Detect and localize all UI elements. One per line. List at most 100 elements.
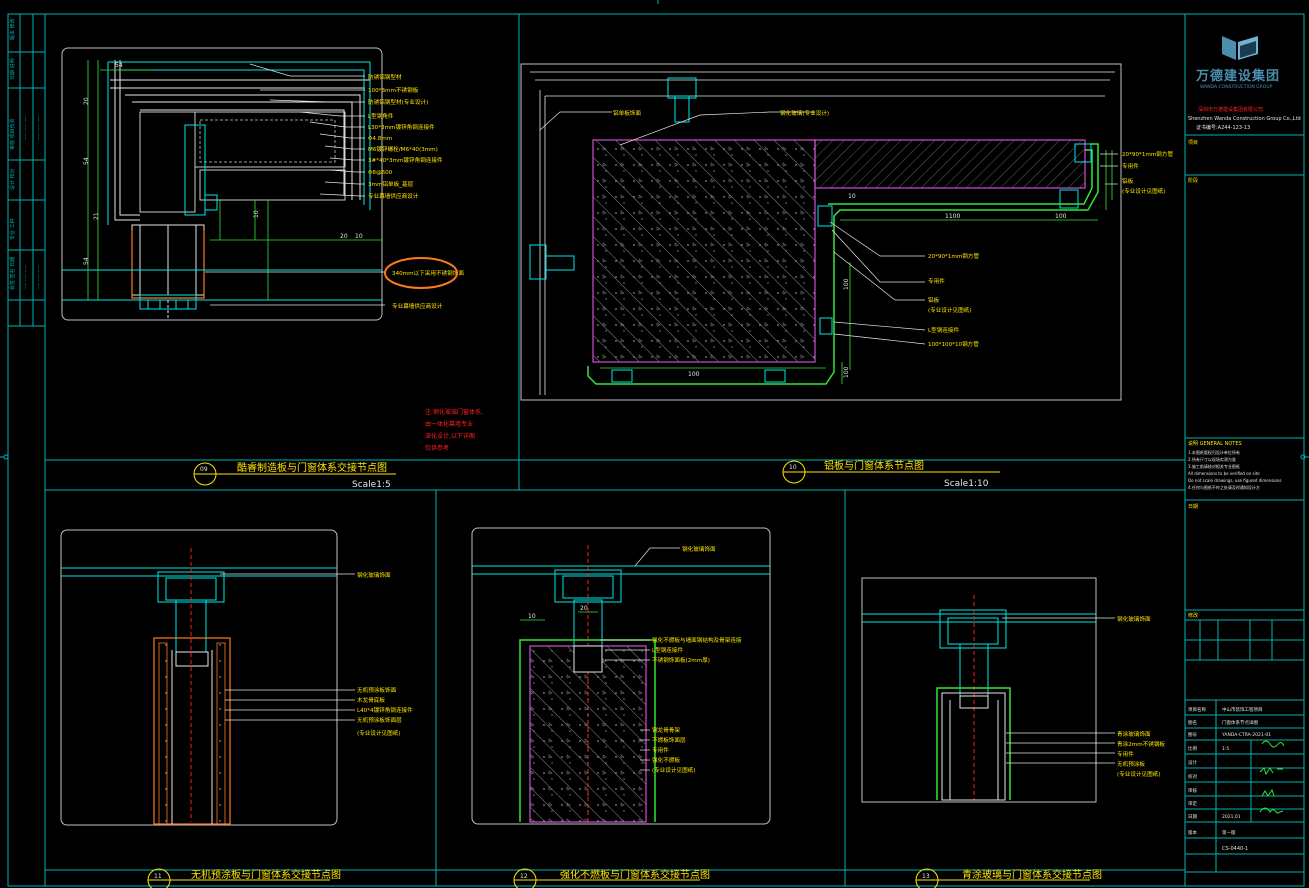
callout-10-3: 专用件 [928, 277, 945, 285]
dim-09-2: 54 [83, 157, 90, 165]
panel-12-num: 12 [520, 873, 528, 880]
callout-09-1: 100*3mm不锈钢板 [368, 86, 419, 94]
panel-12-title: 强化不燃板与门窗体系交接节点图 [560, 868, 710, 881]
panel-13-title: 青涂玻璃与门窗体系交接节点图 [962, 868, 1102, 881]
callout-09-circled: 340mm以下采用不锈钢饰面 [392, 269, 464, 277]
callout-13-4: 无机预涂板 [1117, 760, 1145, 768]
red-note-3: 仅供参考 [425, 444, 449, 452]
panel-09-num: 09 [200, 466, 208, 473]
revision-label: 修改 [1188, 612, 1198, 619]
tb-row-5: 校对 [1188, 773, 1197, 780]
callout-09-2: 防锈铝钢型材(专业设计) [368, 98, 428, 106]
callout-10-r0: 20*90*1mm钢方管 [1122, 150, 1173, 158]
note-3: All dimensions to be verified on site [1188, 471, 1260, 476]
callout-10-4: 铝板 [928, 296, 940, 304]
callout-11-5: (专业设计见图纸) [357, 729, 401, 737]
dim-09-1: 20 [83, 97, 90, 105]
callout-10-r1: 专用件 [1122, 162, 1139, 170]
note-2: 3.施工前请核对相关专业图纸 [1188, 463, 1240, 469]
dim-09-6: 20 [340, 233, 348, 240]
callout-12-0: 钢化玻璃饰面 [682, 545, 716, 553]
callout-09-9: 3mm铝单板_基层 [368, 180, 414, 188]
drawing-number: CS-0440-1 [1222, 846, 1248, 852]
callout-09-4: L30*3mm镀锌角钢连接件 [368, 123, 435, 131]
svg-text:专业 工种: 专业 工种 [9, 218, 16, 240]
callout-13-2: 青涂2mm不锈钢板 [1117, 740, 1165, 748]
detail-13: 钢化玻璃饰面 青涂玻璃饰面 青涂2mm不锈钢板 专用件 无机预涂板 (专业设计见… [861, 577, 1165, 803]
callout-13-5: (专业设计见图纸) [1117, 770, 1161, 778]
dim-10-1: 1100 [945, 213, 960, 220]
tb-row-9: 版本 [1188, 829, 1197, 836]
tb-value-1: 门窗体系节点详图 [1222, 719, 1258, 726]
callout-09-8: Φ8@600 [368, 170, 393, 176]
tb-row-7: 审定 [1188, 800, 1197, 807]
callout-10-6: L型钢连接件 [928, 326, 959, 334]
red-note-0: 注:钢化玻璃门窗体系, [425, 408, 483, 416]
tb-value-0: 中山市装饰工程项目 [1222, 706, 1263, 713]
detail-12: 10 20 钢化玻璃饰面 强化不燃板与墙面钢结构及骨架连接 L型钢连接件 不锈钢… [471, 527, 771, 825]
callout-13-1: 青涂玻璃饰面 [1117, 730, 1151, 738]
tb-row-6: 审核 [1188, 787, 1197, 794]
company-license: 证书编号:A244-123-13 [1196, 124, 1250, 131]
callout-12-3: 不锈钢饰面板(2mm厚) [652, 656, 710, 664]
dim-09-5: 10 [253, 210, 260, 218]
callout-11-3: L40*4镀锌角钢连接件 [357, 706, 413, 714]
company-cn: 深圳市万德建设集团有限公司 [1198, 106, 1263, 113]
callout-10-2: 20*90*1mm钢方管 [928, 252, 979, 260]
tb-row-2: 图号 [1188, 732, 1197, 738]
callout-13-3: 专用件 [1117, 750, 1134, 758]
dim-10-6: 100 [843, 366, 850, 378]
callout-09-bottom: 专业幕墙供应商设计 [392, 302, 443, 310]
callout-10-7: 100*100*10钢方管 [928, 340, 979, 348]
panel-09-scale: Scale1:5 [352, 480, 391, 490]
detail-10: 1100 100 10 100 100 100 铝单板饰面 钢化玻璃(专业设计)… [520, 63, 1173, 401]
tb-row-4: 设计 [1188, 759, 1197, 766]
stage-label: 阶段 [1188, 177, 1198, 184]
note-5: 4.任何与图纸不符之处请及时通知设计方 [1188, 484, 1260, 490]
callout-12-4: 钢龙骨骨架 [652, 726, 680, 734]
signatures [1259, 740, 1285, 814]
logo-sub: WANDA CONSTRUCTION GROUP [1200, 84, 1273, 90]
callout-11-2: 木龙骨底板 [357, 696, 385, 704]
callout-12-2: L型钢连接件 [652, 646, 683, 654]
callout-11-0: 钢化玻璃饰面 [357, 571, 391, 579]
dim-10-3: 10 [848, 193, 856, 200]
title-block: 万德建设集团 WANDA CONSTRUCTION GROUP 深圳市万德建设集… [1185, 36, 1304, 873]
dim-09-0: 54 [115, 62, 123, 69]
detail-11: 钢化玻璃饰面 无机预涂板饰面 木龙骨底板 L40*4镀锌角钢连接件 无机预涂板饰… [60, 529, 413, 826]
svg-text:版本 修改: 版本 修改 [9, 18, 16, 40]
tb-row-3: 比例 [1188, 745, 1197, 752]
red-note-1: 由一体化幕墙专业 [425, 420, 473, 428]
tb-value-9: 第一版 [1222, 829, 1236, 836]
frame-ticks [0, 0, 1309, 460]
callout-12-1: 强化不燃板与墙面钢结构及骨架连接 [652, 636, 742, 644]
red-markup-circle [384, 257, 458, 289]
svg-text:---- ---- ----: ---- ---- ---- [23, 265, 29, 290]
panel-10-scale: Scale1:10 [944, 479, 989, 489]
callout-11-4: 无机预涂板饰面层 [357, 716, 402, 724]
callout-09-7: 3#*40*3mm镀锌角钢连接件 [368, 156, 443, 164]
company-en: Shenzhen Wanda Construction Group Co.,Lt… [1188, 116, 1301, 122]
tb-value-3: 1:5 [1222, 746, 1229, 752]
panel-10-title: 铝板与门窗体系节点图 [824, 459, 924, 472]
notes-heading: 说明 GENERAL NOTES [1188, 440, 1242, 447]
dim-09-4: 54 [83, 257, 90, 265]
callout-10-1: 钢化玻璃(专业设计) [780, 109, 829, 117]
dim-09-7: 10 [355, 233, 363, 240]
callout-12-8: 强化不燃板 [652, 756, 680, 764]
callout-10-r2: 铝板 [1122, 177, 1134, 185]
logo-text: 万德建设集团 [1195, 68, 1280, 84]
svg-text:---- ---- ----: ---- ---- ---- [36, 265, 42, 290]
callout-09-10: 专业幕墙供应商设计 [368, 192, 419, 200]
date-label: 日期 [1188, 504, 1198, 510]
panel-titles: 09 酷睿制造板与门窗体系交接节点图 Scale1:5 10 铝板与门窗体系节点… [147, 459, 1102, 888]
callout-11-1: 无机预涂板饰面 [357, 686, 397, 694]
sheet-frame [7, 13, 1305, 887]
dim-10-2: 100 [1055, 213, 1067, 220]
tb-row-0: 项目名称 [1188, 706, 1206, 713]
tb-row-8: 日期 [1188, 814, 1197, 820]
svg-text:审核 项目负责: 审核 项目负责 [9, 118, 16, 150]
note-1: 2.所有尺寸以现场实测为准 [1188, 456, 1236, 462]
left-strip-text: 版本 修改 日期 说明 审核 项目负责 设计 校对 专业 工种 会签 签名 日期… [9, 18, 42, 290]
